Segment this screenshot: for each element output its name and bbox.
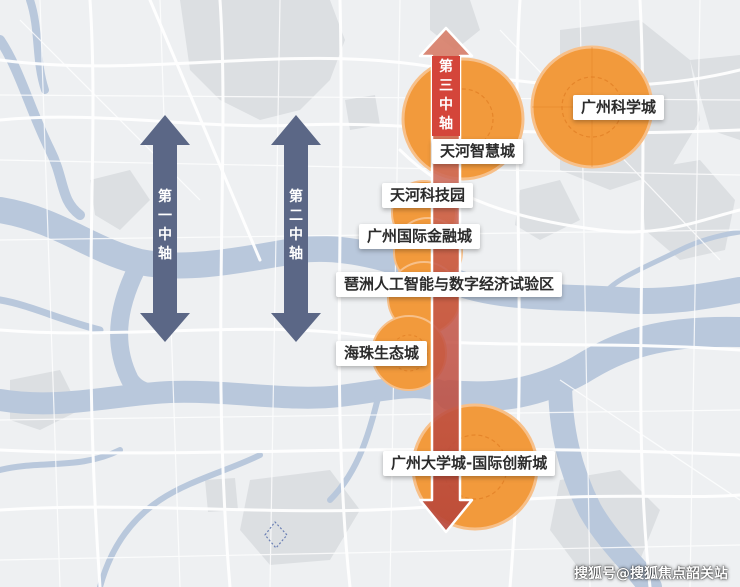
- label-guangzhou-science-city: 广州科学城: [573, 95, 665, 120]
- small-marker: [264, 521, 288, 549]
- label-pazhou-zone: 琶洲人工智能与数字经济试验区: [336, 272, 563, 297]
- label-tianhe-tech-park: 天河科技园: [382, 183, 474, 208]
- watermark-text: 搜狐号@搜狐焦点韶关站: [574, 566, 728, 582]
- label-university-city: 广州大学城-国际创新城: [383, 451, 556, 476]
- label-guangzhou-ifc: 广州国际金融城: [359, 224, 481, 249]
- second-axis-arrow: [271, 115, 321, 342]
- first-axis-arrow: [140, 115, 190, 342]
- first-axis-label: 第一中轴: [158, 189, 172, 262]
- label-tianhe-smart-city: 天河智慧城: [432, 139, 524, 164]
- second-axis-label: 第二中轴: [289, 189, 303, 262]
- third-axis-label: 第三中轴: [439, 59, 453, 132]
- label-haizhu-eco-city: 海珠生态城: [336, 341, 428, 366]
